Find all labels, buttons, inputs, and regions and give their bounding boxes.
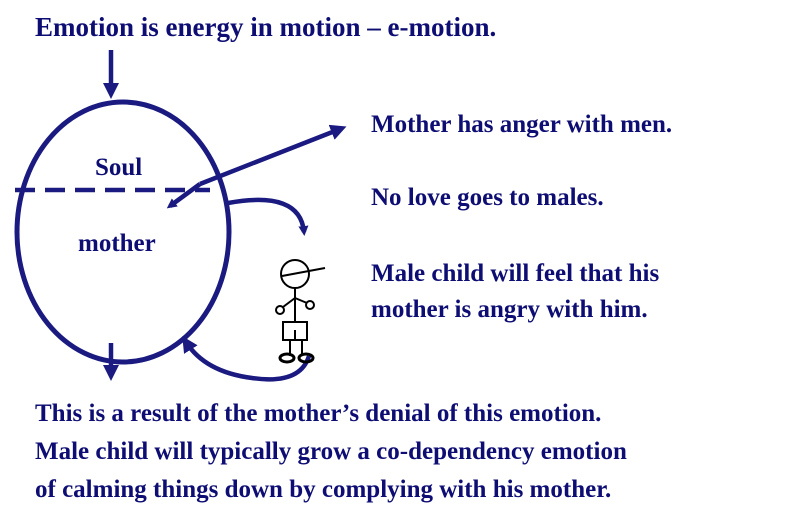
bottom-line: This is a result of the mother’s denial …: [35, 400, 602, 427]
statement-line: Male child will feel that his: [371, 260, 660, 287]
child-to-mother-arrow: [182, 336, 312, 382]
soul-circle: [14, 99, 232, 365]
anger-arrow-in: [166, 182, 202, 209]
bottom-line: of calming things down by complying with…: [35, 476, 612, 503]
statement-anger: Mother has anger with men.: [371, 111, 673, 138]
soul-label: Soul: [95, 154, 143, 181]
male-child-figure: [275, 259, 326, 364]
statement-child-feels: Male child will feel that his mother is …: [371, 256, 659, 328]
anger-arrow-out: [199, 124, 347, 187]
mother-label: mother: [78, 230, 156, 257]
emotion-to-child-arrow: [227, 197, 309, 236]
title: Emotion is energy in motion – e-motion.: [35, 12, 497, 42]
bottom-explanation: This is a result of the mother’s denial …: [35, 395, 627, 509]
statement-line: mother is angry with him.: [371, 296, 648, 323]
statement-no-love: No love goes to males.: [371, 184, 604, 211]
bottom-line: Male child will typically grow a co-depe…: [35, 438, 627, 465]
